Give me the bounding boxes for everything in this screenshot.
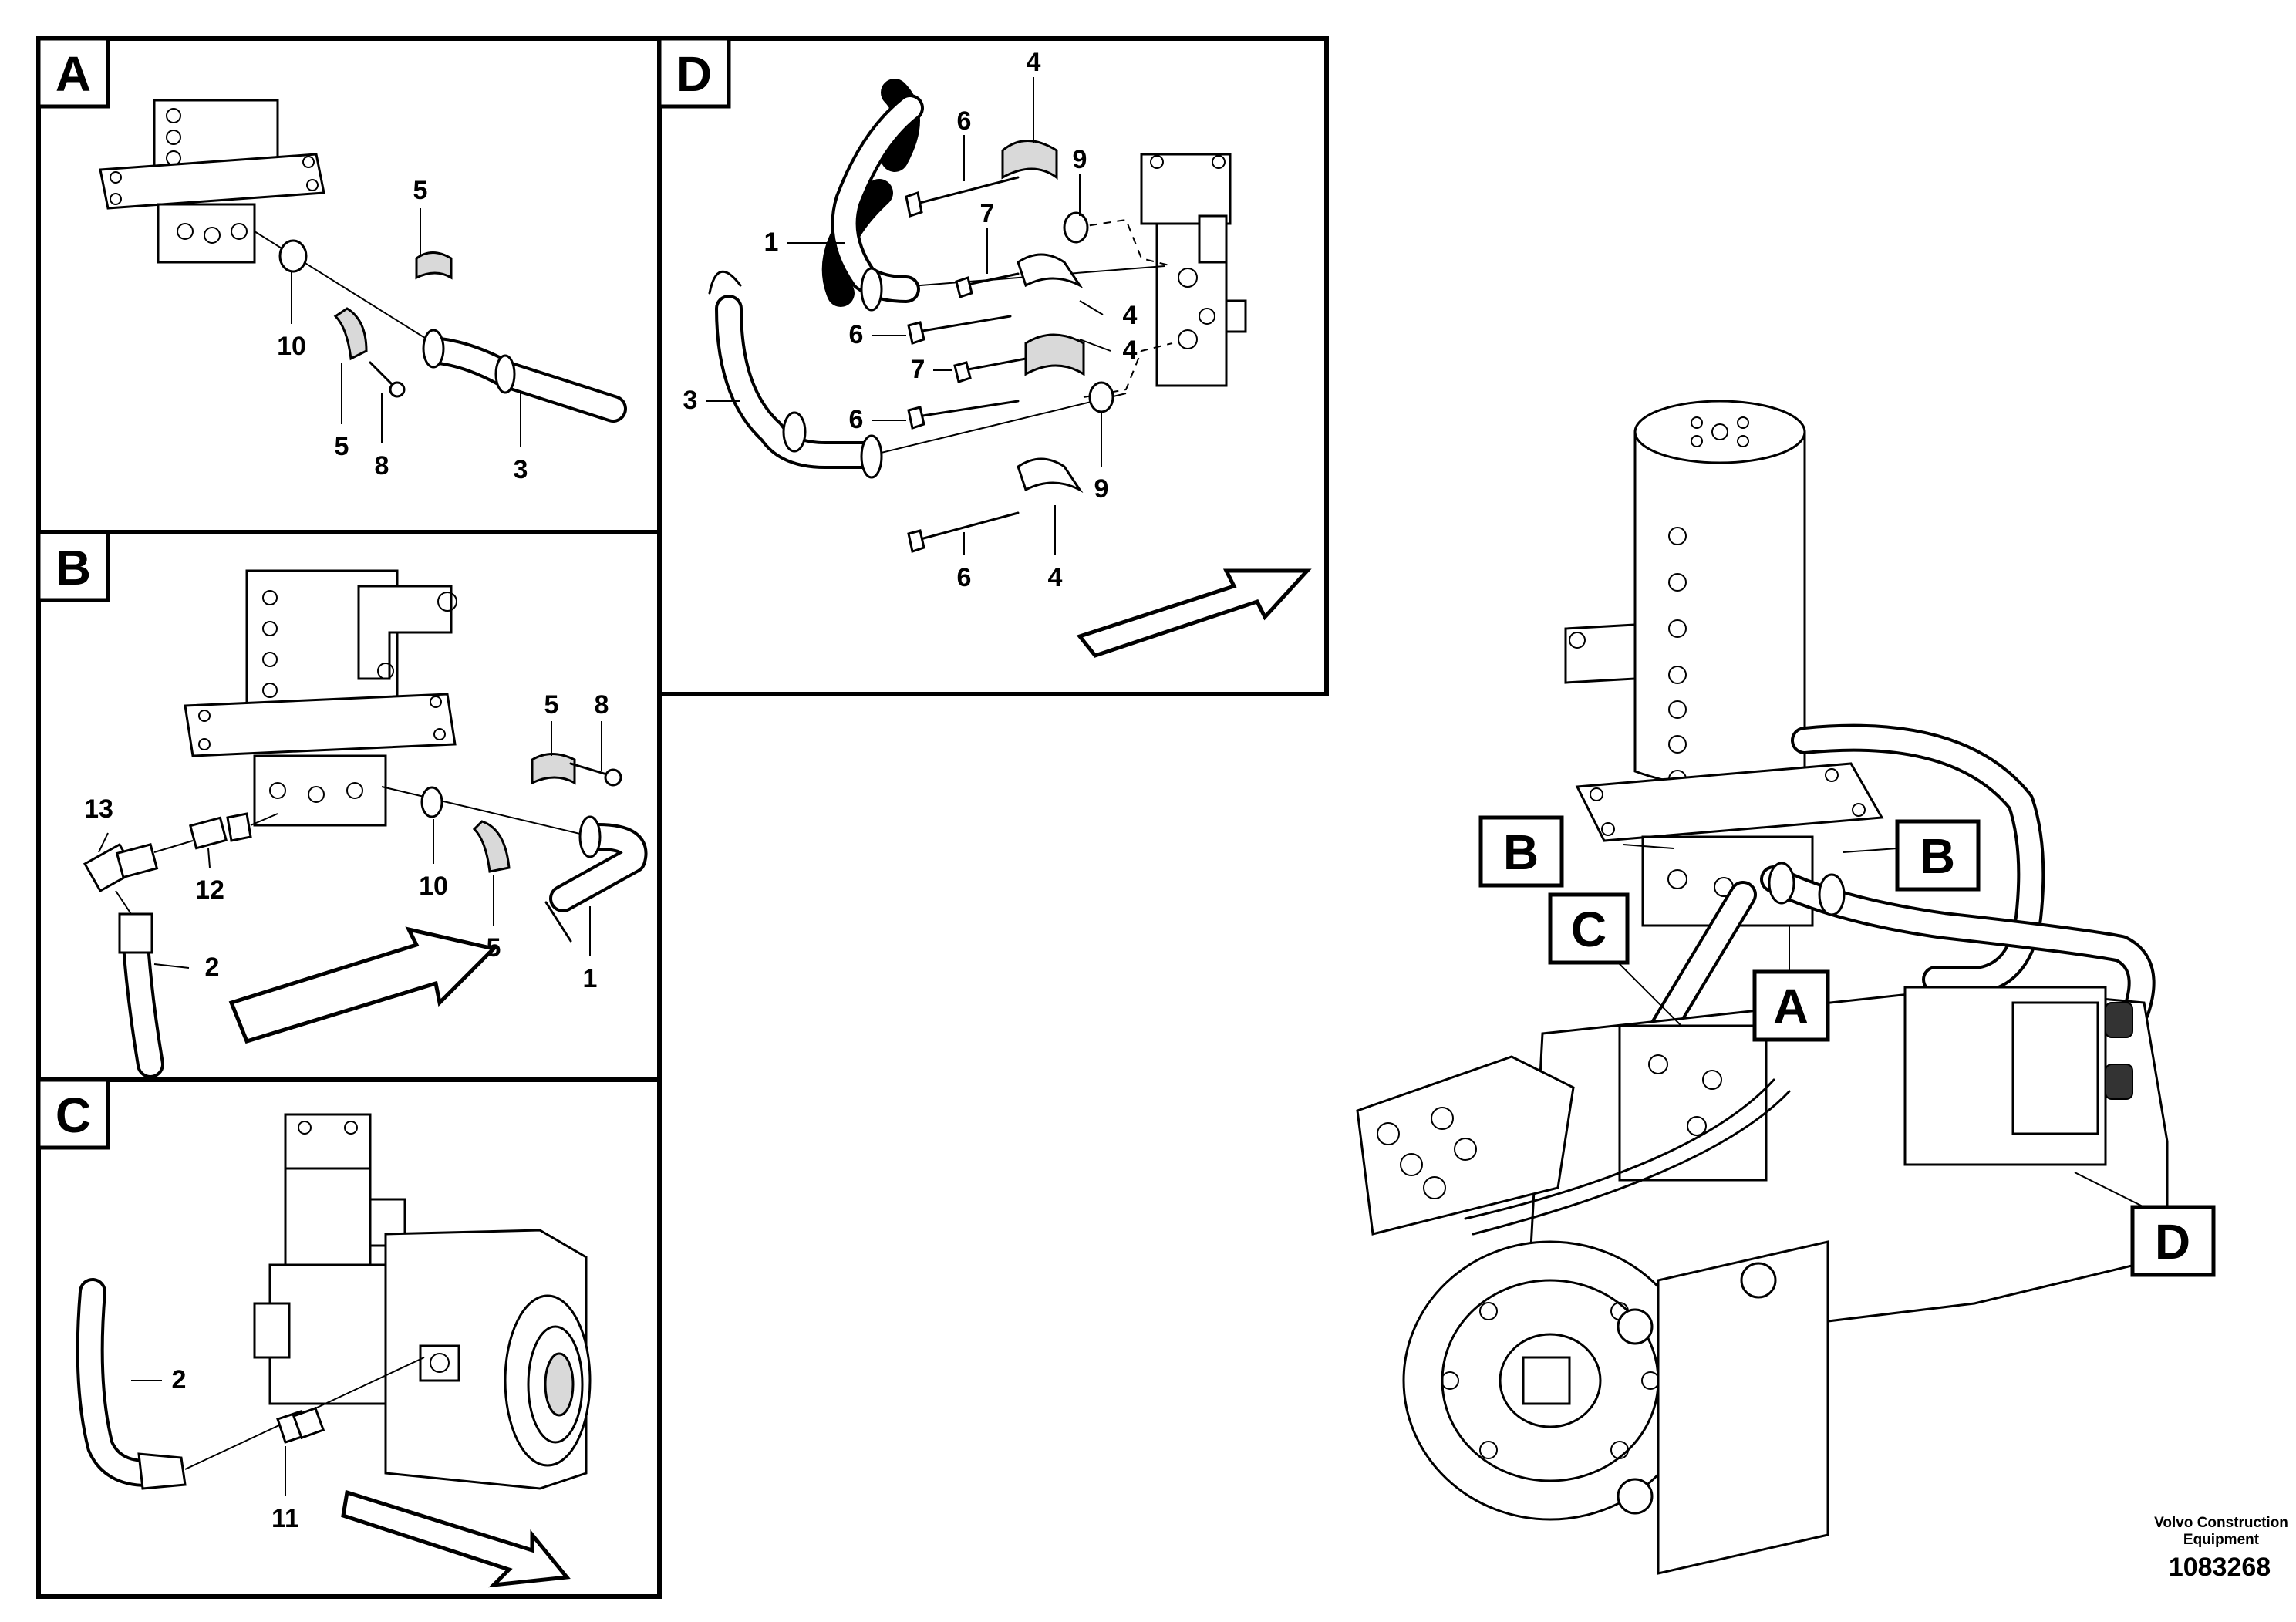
callout-4: 4 [1027,48,1041,77]
callout-13: 13 [84,794,113,824]
callout-2: 2 [172,1365,187,1394]
overview-tag-d: D [2155,1214,2190,1270]
valve-block-d [1140,153,1247,387]
panel-d-label-box [657,36,731,109]
callout-6: 6 [849,320,864,349]
fitting-11 [276,1406,325,1444]
panel-c-label: C [56,1088,91,1143]
callout-10: 10 [277,332,306,361]
overview-tag-b-right: B [1920,828,1955,884]
o-ring-b [420,786,443,818]
panel-a-label: A [56,46,91,102]
overview-tag-a: A [1773,979,1809,1034]
overview-tag-d-box [2130,1205,2216,1277]
callout-4: 4 [1123,301,1138,330]
clamp-4-top [1001,140,1058,180]
pump-assembly-c [253,1113,592,1490]
elbow-fitting-13 [83,842,159,893]
callout-10: 10 [419,872,448,901]
callout-8: 8 [375,451,389,481]
o-ring-9-bottom [1088,381,1114,413]
callout-6: 6 [957,106,972,136]
clamp-half-bottom-a [333,307,368,361]
panel-d-label: D [676,46,712,102]
brand-line-2: Equipment [2183,1532,2260,1548]
panel-c-label-box [36,1077,110,1150]
callout-11: 11 [271,1504,299,1533]
overview-assembly: B B C A D [1356,400,2216,1575]
overview-tag-c: C [1571,902,1607,957]
callout-7: 7 [911,355,925,384]
o-ring-a [278,239,308,273]
swivel-joint-a [99,99,325,264]
overview-tag-c-box [1548,892,1630,965]
callout-1: 1 [764,228,779,257]
callout-9: 9 [1073,145,1087,174]
direction-arrow-c [341,1489,571,1588]
footer: Volvo Construction Equipment 1083268 [2154,1515,2288,1582]
callout-3: 3 [683,386,698,415]
direction-arrow-b [228,926,497,1044]
brand-line-1: Volvo Construction [2154,1515,2288,1531]
clamp-half-top-a [415,251,453,280]
callout-4: 4 [1123,336,1138,365]
callout-5: 5 [544,690,559,720]
callout-3: 3 [514,455,528,484]
overview-tag-b-left: B [1503,824,1539,880]
callout-7: 7 [980,199,995,228]
panel-d: D [657,36,1329,696]
callout-9: 9 [1094,474,1109,504]
callout-5: 5 [413,176,428,205]
panel-a-label-box [36,36,110,109]
panel-a: A 5 10 5 8 3 [36,36,662,534]
document-number: 1083268 [2169,1553,2271,1582]
callout-4: 4 [1048,563,1063,592]
transmission-pump [1356,986,2169,1575]
panel-b-label: B [56,540,91,595]
clamp-half-top-b [531,753,576,785]
overview-tag-a-box [1752,969,1830,1042]
overview-tag-b-left-box [1478,815,1564,888]
panel-b-label-box [36,530,110,602]
panel-b: B [36,530,662,1082]
fitting-12 [188,812,252,850]
callout-5: 5 [335,432,349,461]
swivel-cylinder [1564,400,1806,788]
direction-arrow-d [1076,568,1312,658]
callout-2: 2 [205,953,220,982]
o-ring-9-top [1063,211,1089,244]
callout-5: 5 [487,933,501,963]
clamp-4-lower [1024,333,1085,376]
overview-tag-b-right-box [1895,819,1981,892]
swivel-joint-b [184,569,457,827]
callout-6: 6 [849,405,864,434]
swivel-flange [1575,762,1884,842]
callout-12: 12 [195,875,224,905]
panel-c: C 2 11 [36,1077,662,1599]
clamp-4-bottom [1017,457,1084,493]
callout-8: 8 [595,690,609,720]
clamp-half-bottom-b [472,820,511,873]
clamp-4-mid [1017,253,1084,288]
callout-1: 1 [583,964,598,993]
callout-6: 6 [957,563,972,592]
